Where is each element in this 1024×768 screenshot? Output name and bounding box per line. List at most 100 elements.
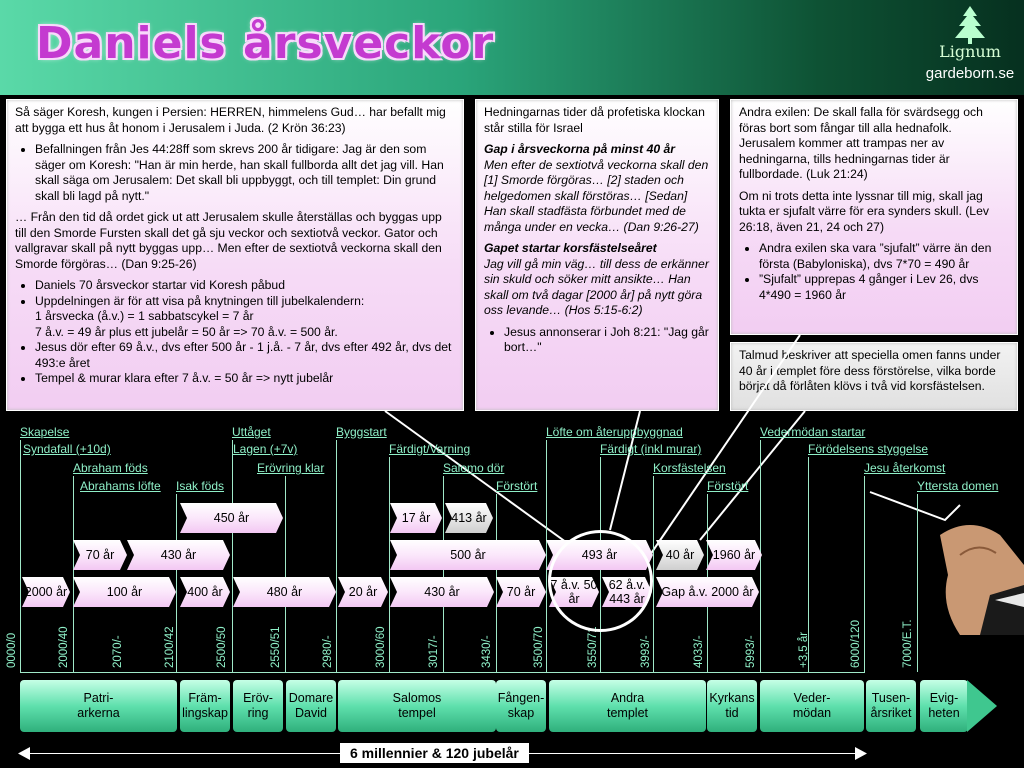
text-box-second-exile: Andra exilen: De skall falla för svärdse… [730, 99, 1018, 335]
timeline-segment: 500 år [390, 540, 546, 570]
box3-item: Andra exilen ska vara ”sjufalt” värre än… [759, 241, 1009, 272]
event-line [864, 476, 865, 672]
event-label: Förstört [496, 479, 538, 493]
box2-heading-2: Gapet startar korsfästelseåret [484, 241, 657, 255]
timeline-baseline [20, 672, 865, 673]
box1-paragraph-2: … Från den tid då ordet gick ut att Jeru… [15, 210, 442, 271]
year-label: 3000/60 [375, 626, 387, 668]
era-1: Främ-lingskap [180, 680, 230, 732]
timeline-segment: 70 år [73, 540, 127, 570]
year-label: 2980/- [322, 635, 334, 668]
event-line [389, 457, 390, 672]
event-label: Abraham föds [73, 461, 148, 475]
year-label: 2100/42 [164, 626, 176, 668]
year-label: 2070/- [112, 635, 124, 668]
box3-paragraph-1: Andra exilen: De skall falla för svärdse… [739, 105, 983, 181]
year-label: 7000/E.T. [902, 619, 914, 668]
box1-item: Daniels 70 årsveckor startar vid Koresh … [35, 278, 455, 294]
event-label: Byggstart [336, 425, 387, 439]
box1-item: Uppdelningen är för att visa på knytning… [35, 294, 455, 341]
year-label: 6000/120 [850, 620, 862, 668]
year-label: 2000/40 [58, 626, 70, 668]
timeline-segment: 450 år [180, 503, 283, 533]
header-banner [0, 0, 1024, 95]
text-box-koresh: Så säger Koresh, kungen i Persien: HERRE… [6, 99, 464, 411]
timeline-segment: Gap å.v. 2000 år [656, 577, 759, 607]
box1-item: Befallningen från Jes 44:28ff som skrevs… [35, 142, 455, 204]
timeline-segment: 480 år [233, 577, 336, 607]
timeline-segment: 100 år [73, 577, 176, 607]
timeline-segment: 430 år [127, 540, 230, 570]
event-line [336, 440, 337, 672]
year-label: 3430/- [481, 635, 493, 668]
box1-list-1: Befallningen från Jes 44:28ff som skrevs… [15, 142, 455, 204]
text-box-talmud: Talmud beskriver att speciella omen fann… [730, 342, 1018, 411]
era-9: Tusen-årsriket [866, 680, 916, 732]
year-label: 5993/- [745, 635, 757, 668]
box2-paragraph-2: Men efter de sextiotvå veckorna skall de… [484, 157, 709, 234]
footer-span: 6 millennier & 120 jubelår [18, 742, 867, 764]
event-label: Yttersta domen [917, 479, 999, 493]
event-line [546, 440, 547, 672]
event-label: Lagen (+7v) [233, 442, 298, 456]
event-label: Salomo dör [443, 461, 505, 475]
event-label: Löfte om återuppbyggnad [546, 425, 683, 439]
year-label: 3500/70 [533, 626, 545, 668]
event-line [285, 476, 286, 672]
era-2: Eröv-ring [233, 680, 283, 732]
box2-list: Jesus annonserar i Joh 8:21: "Jag går bo… [484, 325, 710, 356]
year-label: 2550/51 [270, 626, 282, 668]
event-label: Färdigt/Varning [389, 442, 471, 456]
era-8: Veder-mödan [760, 680, 864, 732]
timeline-segment: 1960 år [706, 540, 762, 570]
era-0: Patri-arkerna [20, 680, 177, 732]
footer-label: 6 millennier & 120 jubelår [340, 743, 529, 763]
event-label: Förödelsens styggelse [808, 442, 929, 456]
logo-brand: Lignum [939, 42, 1001, 61]
year-label: 4033/- [693, 635, 705, 668]
event-label: Korsfästelsen [653, 461, 726, 475]
box3-item: ”Sjufalt” upprepas 4 gånger i Lev 26, dv… [759, 272, 1009, 303]
box1-list-2: Daniels 70 årsveckor startar vid Koresh … [15, 278, 455, 387]
event-label: Isak föds [176, 479, 225, 493]
event-line [443, 476, 444, 672]
text-box-gap: Hedningarnas tider då profetiska klockan… [475, 99, 719, 411]
page-title: Daniels årsveckor [36, 18, 495, 69]
timeline-segment: 20 år [338, 577, 388, 607]
year-label: 2500/50 [216, 626, 228, 668]
event-line [176, 494, 177, 672]
arrow-right-icon [855, 747, 867, 760]
highlight-circle [548, 530, 653, 632]
event-line [232, 457, 233, 672]
event-label: Vedermödan startar [760, 425, 866, 439]
timeline-segment: 40 år [656, 540, 704, 570]
event-label: Förstört [707, 479, 749, 493]
box1-item: Tempel & murar klara efter 7 å.v. = 50 å… [35, 371, 455, 387]
year-label: +3,5 år [798, 631, 810, 668]
logo-site: gardeborn.se [925, 65, 1015, 82]
box4-text: Talmud beskriver att speciella omen fann… [739, 348, 1001, 393]
box2-paragraph-3: Jag vill gå min väg… till dess de erkänn… [484, 256, 709, 318]
pine-tree-icon [955, 6, 985, 44]
event-label: Uttåget [232, 425, 271, 439]
conductor-hand-image [940, 525, 1024, 635]
event-line [20, 457, 21, 672]
box3-list: Andra exilen ska vara ”sjufalt” värre än… [739, 241, 1009, 303]
event-label: Skapelse [20, 425, 70, 439]
year-label: 3017/- [428, 635, 440, 668]
box3-paragraph-2: Om ni trots detta inte lyssnar till mig,… [739, 188, 989, 234]
box2-heading-1: Gap i årsveckorna på minst 40 år [484, 142, 676, 156]
event-line [808, 457, 809, 672]
timeline-segment: 17 år [390, 503, 442, 533]
timeline-segment: 413 år [445, 503, 493, 533]
box2-item: Jesus annonserar i Joh 8:21: "Jag går bo… [504, 325, 710, 356]
year-label: 3993/- [640, 635, 652, 668]
event-line [917, 494, 918, 672]
event-label: Färdigt (inkl murar) [600, 442, 702, 456]
era-5: Fången-skap [496, 680, 546, 732]
